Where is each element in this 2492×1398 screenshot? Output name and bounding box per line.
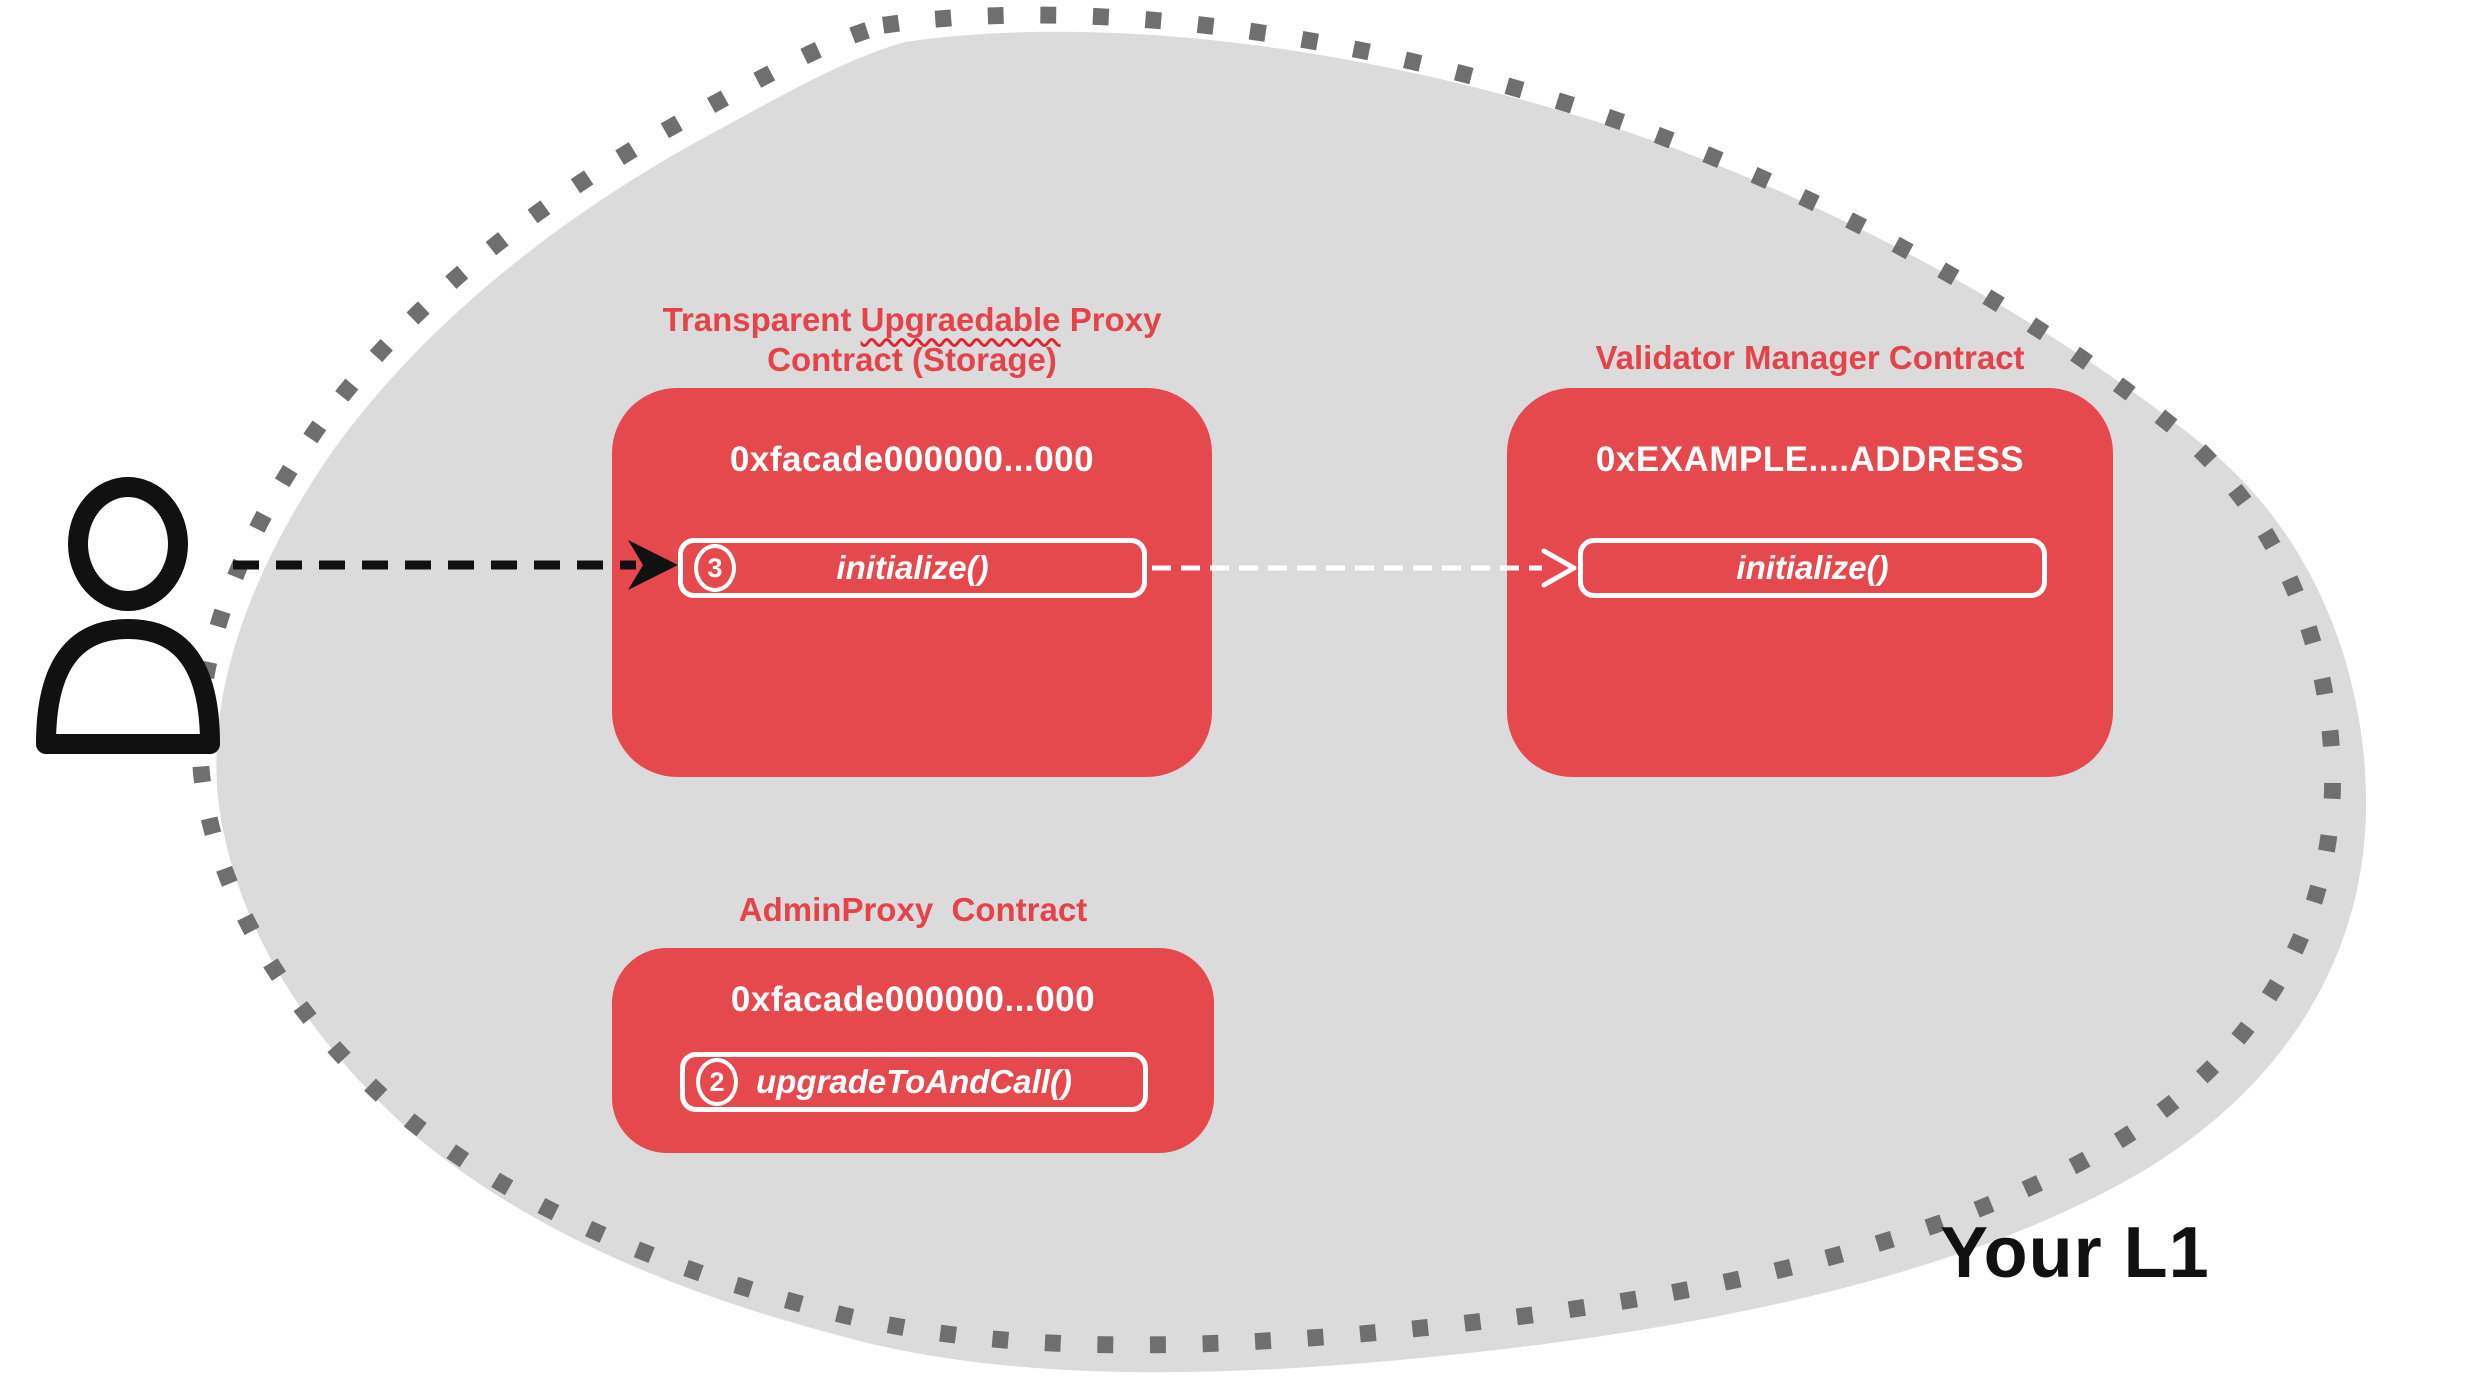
validator-manager-title: Validator Manager Contract <box>1500 338 2120 378</box>
your-l1-label: Your L1 <box>1940 1213 2210 1293</box>
validator-initialize-pill: initialize() <box>1578 538 2047 598</box>
validator-manager-title-text: Validator Manager Contract <box>1595 339 2025 376</box>
step-3-badge: 3 <box>694 544 736 592</box>
admin-proxy-title-text: AdminProxy Contract <box>738 891 1088 928</box>
validator-manager-address: 0xEXAMPLE....ADDRESS <box>1595 440 2025 479</box>
proxy-title-prefix: Transparent <box>662 301 861 338</box>
admin-proxy-address: 0xfacade000000...000 <box>730 980 1096 1019</box>
admin-proxy-title: AdminProxy Contract <box>603 890 1223 930</box>
proxy-title-line2: Contract (Storage) <box>767 341 1057 378</box>
l1-blob-dotted-border <box>191 6 2341 1354</box>
validator-initialize-label: initialize() <box>1736 549 1889 586</box>
proxy-initialize-pill: 3 initialize() <box>678 538 1147 598</box>
proxy-title-suffix: Proxy <box>1060 301 1162 338</box>
upgrade-to-and-call-label: upgradeToAndCall() <box>756 1063 1072 1100</box>
upgrade-to-and-call-pill: 2 upgradeToAndCall() <box>680 1052 1148 1112</box>
proxy-title-misspelled-word: Upgraedable <box>860 301 1061 338</box>
admin-proxy-box: 0xfacade000000...000 <box>612 948 1214 1153</box>
proxy-initialize-label: initialize() <box>836 549 989 586</box>
validator-manager-box: 0xEXAMPLE....ADDRESS <box>1507 388 2113 777</box>
proxy-contract-address: 0xfacade000000...000 <box>729 440 1095 479</box>
step-2-badge: 2 <box>696 1058 738 1106</box>
